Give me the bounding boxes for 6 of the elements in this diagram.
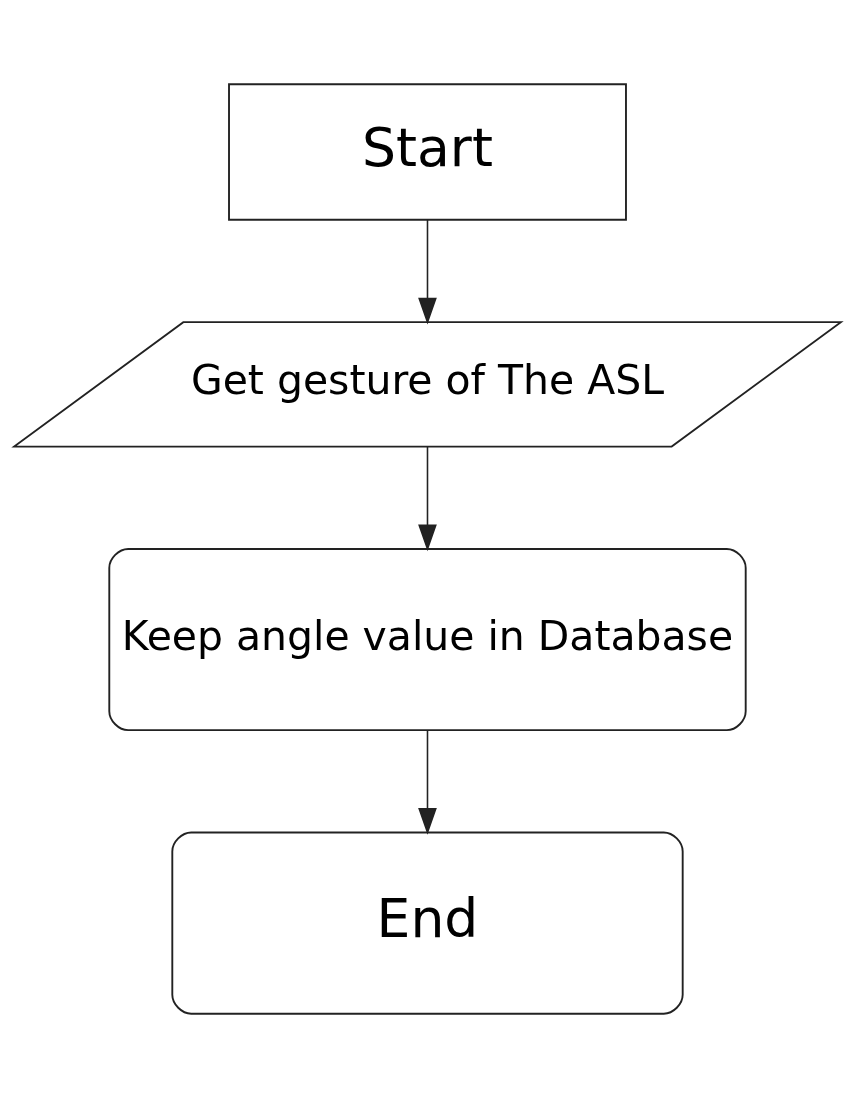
arrow (418, 445, 437, 551)
arrow (418, 729, 437, 835)
node-box: Start (228, 82, 627, 221)
arrow (418, 218, 437, 325)
node-box: End (171, 831, 684, 1015)
node-box: Keep angle value in Database (108, 547, 747, 731)
